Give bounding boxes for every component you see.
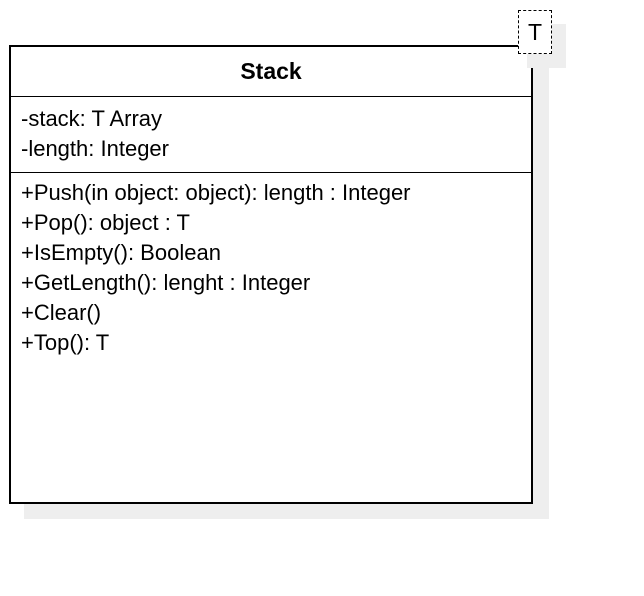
attribute-length: -length: Integer (21, 136, 169, 161)
operation-getlength: +GetLength(): lenght : Integer (21, 270, 311, 295)
class-name: Stack (11, 47, 531, 97)
operations-compartment: +Push(in object: object): length : Integ… (11, 173, 531, 358)
operation-clear: +Clear() (21, 300, 102, 325)
template-parameter-box[interactable]: T (518, 10, 552, 54)
operation-top: +Top(): T (21, 330, 110, 355)
operation-pop: +Pop(): object : T (21, 210, 190, 235)
operation-push: +Push(in object: object): length : Integ… (21, 180, 411, 205)
operation-isempty: +IsEmpty(): Boolean (21, 240, 221, 265)
attributes-compartment: -stack: T Array -length: Integer (11, 97, 531, 173)
uml-class-stack[interactable]: Stack -stack: T Array -length: Integer +… (9, 45, 533, 504)
attribute-stack: -stack: T Array (21, 106, 163, 131)
